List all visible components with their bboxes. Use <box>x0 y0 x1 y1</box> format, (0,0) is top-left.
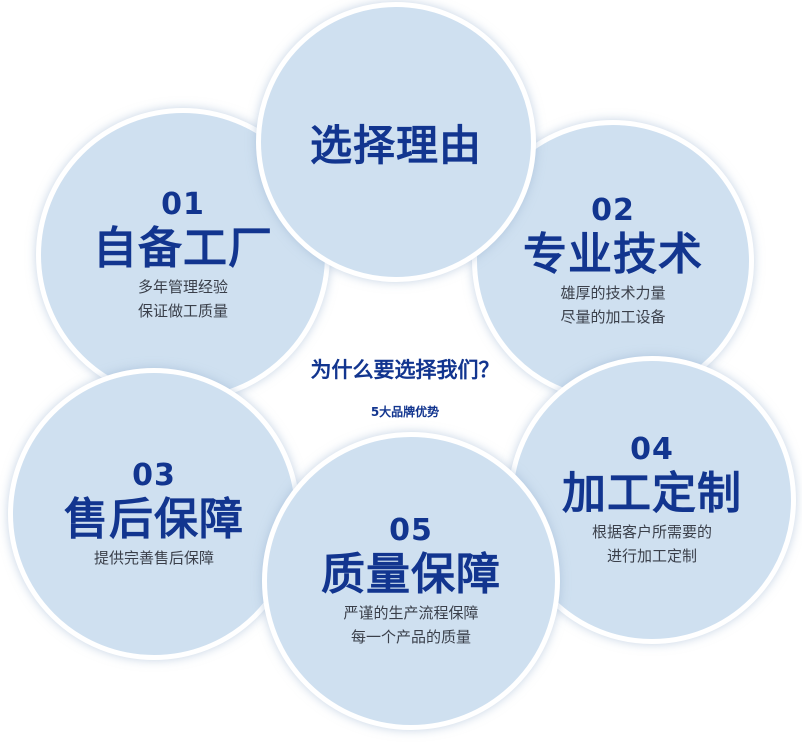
feature-desc-line: 提供完善售后保障 <box>93 549 214 567</box>
feature-circle-03: 03 售后保障 提供完善售后保障 <box>8 368 300 660</box>
center-subtitle: 5大品牌优势 <box>370 405 440 419</box>
center-question: 为什么要选择我们？ <box>310 358 500 382</box>
feature-title: 加工定制 <box>562 468 742 519</box>
feature-desc-line: 进行加工定制 <box>606 547 697 565</box>
feature-number: 04 <box>630 432 674 467</box>
feature-desc-line: 雄厚的技术力量 <box>560 284 666 302</box>
feature-number: 05 <box>389 513 433 548</box>
feature-desc-line: 每一个产品的质量 <box>350 628 471 646</box>
feature-title: 售后保障 <box>64 494 244 545</box>
feature-desc-line: 根据客户所需要的 <box>591 523 712 541</box>
feature-number: 03 <box>132 458 176 493</box>
main-title-circle: 选择理由 <box>256 2 536 282</box>
feature-title: 自备工厂 <box>93 223 273 274</box>
feature-desc-line: 严谨的生产流程保障 <box>343 604 479 622</box>
feature-number: 02 <box>591 193 635 228</box>
feature-number: 01 <box>161 187 205 222</box>
feature-title: 专业技术 <box>523 229 703 280</box>
feature-desc-line: 尽量的加工设备 <box>560 308 666 326</box>
main-title: 选择理由 <box>309 120 482 170</box>
feature-desc-line: 多年管理经验 <box>137 278 228 296</box>
feature-desc-line: 保证做工质量 <box>137 302 228 320</box>
feature-title: 质量保障 <box>321 549 501 600</box>
feature-circle-05: 05 质量保障 严谨的生产流程保障 每一个产品的质量 <box>262 432 560 730</box>
